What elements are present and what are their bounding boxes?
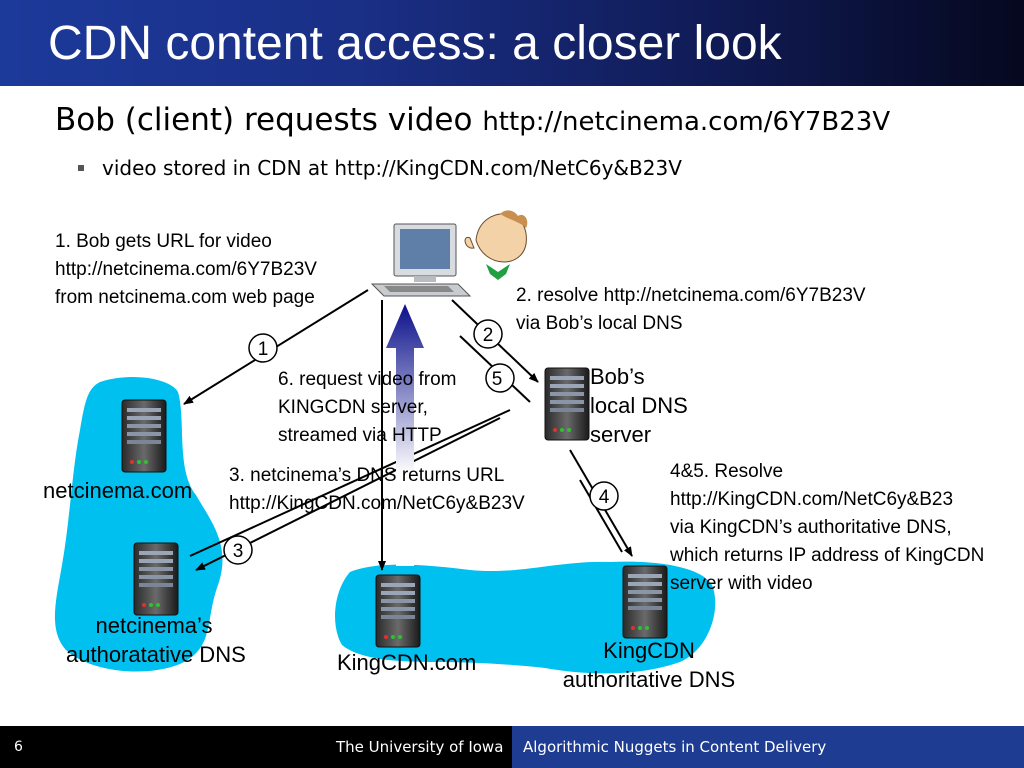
label-kingcdn-dns-line: authoritative DNS bbox=[562, 667, 736, 692]
subtitle-text: Bob (client) requests video bbox=[55, 102, 483, 138]
step-circle-4: 4 bbox=[589, 481, 619, 511]
title-bar bbox=[0, 0, 1024, 86]
page-number: 6 bbox=[14, 739, 23, 755]
footer-university: The University of Iowa bbox=[336, 738, 504, 756]
footer-course: Algorithmic Nuggets in Content Delivery bbox=[523, 738, 827, 756]
label-step1: 1. Bob gets URL for video http://netcine… bbox=[55, 228, 317, 312]
label-step6: 6. request video from KINGCDN server, st… bbox=[278, 366, 456, 450]
label-step3-line: http://KingCDN.com/NetC6y&B23V bbox=[229, 493, 525, 514]
label-kingcdn: KingCDN.com bbox=[337, 650, 477, 675]
step-number-4: 4 bbox=[599, 487, 610, 508]
label-netcinema-dns-line: authoratative DNS bbox=[66, 642, 246, 667]
label-step45-line: 4&5. Resolve bbox=[670, 461, 784, 482]
server-icon bbox=[121, 399, 167, 473]
cloud-kingcdn bbox=[335, 561, 716, 674]
slide-subtitle: Bob (client) requests video http://netci… bbox=[55, 102, 890, 138]
person-icon bbox=[464, 210, 528, 280]
arrow-step6-stream bbox=[386, 304, 424, 566]
label-step3: 3. netcinema’s DNS returns URL http://Ki… bbox=[229, 462, 525, 518]
server-icon bbox=[544, 367, 590, 441]
label-local-dns-line: Bob’s bbox=[590, 364, 645, 389]
label-step3-line: 3. netcinema’s DNS returns URL bbox=[229, 465, 505, 486]
label-kingcdn-dns: KingCDN authoritative DNS bbox=[562, 636, 736, 694]
label-step6-line: KINGCDN server, bbox=[278, 397, 428, 418]
step-circle-2: 2 bbox=[473, 319, 503, 349]
label-step2: 2. resolve http://netcinema.com/6Y7B23V … bbox=[516, 282, 866, 338]
step-number-3: 3 bbox=[233, 541, 244, 562]
slide-title: CDN content access: a closer look bbox=[48, 17, 782, 70]
label-step1-line: 1. Bob gets URL for video bbox=[55, 231, 272, 252]
label-step1-line: http://netcinema.com/6Y7B23V bbox=[55, 259, 317, 280]
server-icon bbox=[622, 565, 668, 639]
label-netcinema: netcinema.com bbox=[43, 478, 193, 503]
server-icon bbox=[133, 542, 179, 616]
label-step45-line: http://KingCDN.com/NetC6y&B23 bbox=[670, 489, 954, 510]
server-icon bbox=[375, 574, 421, 648]
label-step45-line: server with video bbox=[670, 573, 813, 594]
label-local-dns-line: server bbox=[590, 422, 652, 447]
label-netcinema-dns: netcinema’s authoratative DNS bbox=[66, 611, 246, 669]
step-number-1: 1 bbox=[258, 339, 269, 360]
arrow-step4-return bbox=[579, 479, 623, 553]
arrow-step3-return bbox=[189, 409, 511, 557]
step-number-5: 5 bbox=[492, 369, 503, 390]
label-step1-line: from netcinema.com web page bbox=[55, 287, 315, 308]
bullet-text: video stored in CDN at http://KingCDN.co… bbox=[102, 156, 682, 180]
bullet-point: video stored in CDN at http://KingCDN.co… bbox=[78, 156, 682, 180]
label-netcinema-dns-line: netcinema’s bbox=[95, 613, 213, 638]
footer-course-panel: Algorithmic Nuggets in Content Delivery bbox=[512, 726, 1024, 768]
label-step45-line: via KingCDN’s authoritative DNS, bbox=[670, 517, 952, 538]
bullet-icon bbox=[78, 164, 84, 171]
label-local-dns: Bob’s local DNS server bbox=[590, 362, 688, 449]
label-step2-line: 2. resolve http://netcinema.com/6Y7B23V bbox=[516, 285, 866, 306]
step-circle-5: 5 bbox=[485, 363, 515, 393]
cloud-netcinema bbox=[54, 377, 223, 672]
footer-bar: 6 The University of Iowa Algorithmic Nug… bbox=[0, 726, 1024, 768]
label-step45-line: which returns IP address of KingCDN bbox=[670, 545, 985, 566]
step-number-2: 2 bbox=[483, 325, 494, 346]
step-circle-1: 1 bbox=[248, 333, 278, 363]
label-step2-line: via Bob’s local DNS bbox=[516, 313, 683, 334]
label-kingcdn-dns-line: KingCDN bbox=[603, 638, 695, 663]
label-local-dns-line: local DNS bbox=[590, 393, 688, 418]
subtitle-url: http://netcinema.com/6Y7B23V bbox=[482, 107, 891, 137]
step-circle-3: 3 bbox=[223, 535, 253, 565]
label-step6-line: 6. request video from bbox=[278, 369, 457, 390]
label-step45: 4&5. Resolve http://KingCDN.com/NetC6y&B… bbox=[670, 458, 984, 598]
label-step6-line: streamed via HTTP bbox=[278, 425, 442, 446]
desktop-computer-icon bbox=[370, 223, 472, 297]
